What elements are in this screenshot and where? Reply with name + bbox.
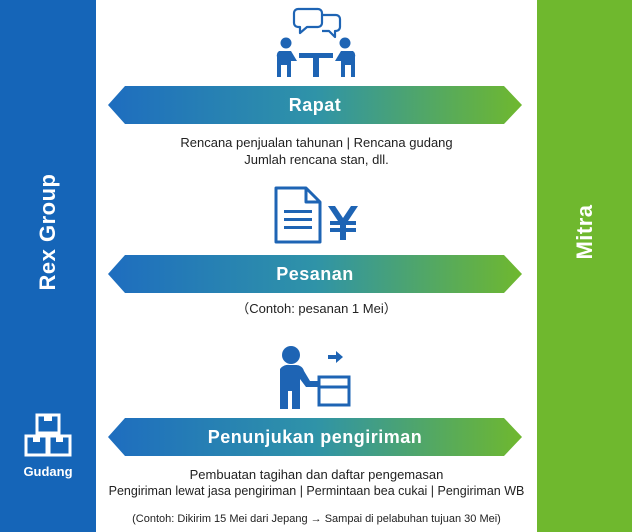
order-arrow: Pesanan [108,255,522,293]
shipping-line-1: Pembuatan tagihan dan daftar pengemasan [189,467,444,482]
meeting-title: Rapat [288,94,342,115]
warehouse-block: Gudang [0,412,96,479]
shipping-arrow: Penunjukan pengiriman [108,418,522,456]
order-line-1: （Contoh: pesanan 1 Mei） [236,301,397,316]
shipping-title: Penunjukan pengiriman [207,426,423,447]
meeting-arrow: Rapat [108,86,522,124]
meeting-icon [276,7,356,77]
warehouse-label: Gudang [23,464,73,479]
rex-group-label: Rex Group [35,173,60,291]
meeting-line-1: Rencana penjualan tahunan | Rencana guda… [180,135,453,150]
shipping-note: (Contoh: Dikirim 15 Mei dari Jepang → Sa… [132,513,501,525]
partner-label: Mitra [572,204,597,260]
meeting-description: Rencana penjualan tahunan | Rencana guda… [96,134,537,168]
order-description: （Contoh: pesanan 1 Mei） [96,300,537,317]
order-document-yen-icon [274,186,358,244]
warehouse-boxes-icon [24,413,72,457]
shipping-line-2: Pengiriman lewat jasa pengiriman | Permi… [108,484,525,498]
order-title: Pesanan [276,263,354,284]
shipping-description: Pembuatan tagihan dan daftar pengemasan … [96,466,537,500]
shipping-worker-icon [280,346,351,409]
meeting-line-2: Jumlah rencana stan, dll. [244,152,389,167]
partner-panel [537,0,632,532]
